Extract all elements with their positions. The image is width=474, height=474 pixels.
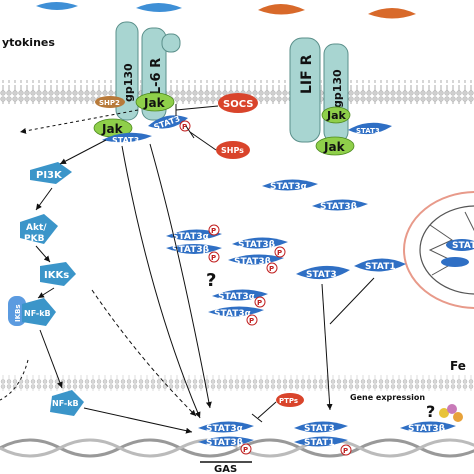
stat3a-free — [262, 179, 318, 191]
nfkb-cyto-protein — [22, 298, 56, 326]
jak-left-label: Jak — [101, 122, 124, 136]
akt-protein — [20, 214, 58, 244]
p-receptor: P — [182, 123, 187, 131]
stat3-mid-label: STAT3 — [306, 270, 337, 280]
nuclear-dimer-stat3-stat1: STAT3 STAT1 P — [294, 421, 352, 456]
gene-expression-label: Gene expression — [350, 393, 425, 402]
nfkb-cyto-label: NF-kB — [24, 309, 51, 318]
shps-label: SHPs — [221, 146, 244, 155]
nuclear-membrane — [0, 375, 474, 391]
dimer1-top-label: STAT3α — [172, 232, 209, 242]
cytokine-blue-2 — [136, 3, 182, 12]
nuclear-stat3b-right: STAT3β — [400, 421, 456, 434]
jak-top — [135, 92, 175, 112]
shp2-label: SHP2 — [99, 99, 120, 107]
lifr-receptor — [289, 37, 321, 143]
nuc-stat3-label: STAT3 — [304, 424, 335, 434]
akt-label: Akt/ — [26, 223, 47, 233]
ikbs-label: IKBs — [14, 304, 22, 322]
cytokines-label: ytokines — [2, 36, 55, 49]
mito-stat-label: STAT — [452, 241, 474, 251]
il6r-label: IL-6 R — [149, 58, 164, 100]
ptps-label: PTPs — [279, 397, 298, 405]
nuc-stat1-label: STAT1 — [304, 438, 335, 448]
jak-top-label: Jak — [143, 96, 166, 110]
stat3-receptor-bound-b — [148, 115, 188, 129]
p-dimer2a: P — [277, 249, 282, 257]
dimer2-top-label: STAT3β — [238, 240, 276, 250]
gas-label: GAS — [214, 464, 237, 474]
stat3-receptor-label: STAT3 — [112, 136, 139, 145]
shps-protein — [216, 141, 250, 159]
stat3-receptor-bound — [102, 132, 152, 143]
nuc-stat3a-label: STAT3α — [206, 424, 243, 434]
p-nuc-1: P — [243, 446, 248, 454]
stat3-right-label: STAT3 — [356, 127, 380, 135]
pi3k-pathway: PI3K Akt/ PKB IKKs IKBs NF-kB NF-kB — [8, 162, 84, 416]
dna-strand — [0, 438, 474, 458]
pi3k-protein — [30, 162, 72, 184]
ikks-protein — [40, 262, 76, 286]
lif-receptor-complex: LIF R gp130 Jak Jak STAT3 — [289, 37, 392, 156]
stat3-mid — [296, 265, 350, 280]
gp130-right-label: gp130 — [331, 69, 344, 108]
dimer3-top-label: STAT3α — [218, 292, 255, 302]
dimer1-bottom-label: STAT3β — [172, 245, 210, 255]
gp130-left-receptor — [115, 21, 139, 121]
ikks-label: IKKs — [44, 270, 69, 281]
stat3b-free — [312, 199, 368, 211]
dimer-3: STAT3α STAT3α P P — [208, 289, 268, 326]
dimer-1: STAT3α STAT3β P P — [166, 224, 222, 263]
ikbs-protein — [8, 296, 26, 326]
nuc-stat3b-right-label: STAT3β — [408, 424, 446, 434]
lifr-label: LIF R — [299, 54, 315, 94]
stat1-mid-label: STAT1 — [365, 262, 396, 272]
mitochondrion: STAT — [403, 191, 474, 309]
p-dimer1b: P — [211, 254, 216, 262]
jak-right-top-label: Jak — [326, 109, 347, 122]
dimer-2: STAT3β STAT3β P P — [228, 237, 288, 274]
nfkb-nuc-protein — [50, 390, 84, 416]
shp2-protein — [95, 96, 125, 108]
p-dimer1a: P — [211, 227, 216, 235]
dimer2-bottom-label: STAT3β — [234, 257, 272, 267]
cytokine-orange-2 — [368, 8, 416, 19]
socs-label: SOCS — [223, 99, 253, 110]
il6-receptor-complex: gp130 IL-6 R Jak Jak SHP2 STAT3 STAT3 P — [93, 21, 191, 145]
stat3b-free-label: STAT3β — [320, 202, 358, 212]
p-dimer3a: P — [257, 299, 262, 307]
ptps-protein — [276, 393, 304, 407]
pi3k-label: PI3K — [36, 170, 63, 181]
nfkb-nuc-label: NF-kB — [52, 399, 79, 408]
p-dimer2b: P — [269, 265, 274, 273]
p-dimer3b: P — [249, 317, 254, 325]
feedback-label: Fe — [450, 359, 466, 373]
stat3a-free-label: STAT3α — [270, 182, 307, 192]
jak-right-bottom-label: Jak — [323, 140, 346, 154]
nuclear-dimer-stat3a-stat3b: STAT3α STAT3β P — [198, 421, 254, 455]
dimer3-bottom-label: STAT3α — [214, 309, 251, 319]
p-nuc-2: P — [343, 447, 348, 455]
stat1-mid — [354, 258, 406, 272]
question-mark-2: ? — [426, 402, 435, 421]
cytokine-orange-1 — [258, 4, 305, 15]
gp130-left-label: gp130 — [122, 63, 135, 102]
socs-protein — [218, 93, 258, 113]
cytokine-blue-1 — [36, 2, 78, 10]
nuc-stat3b-label: STAT3β — [206, 438, 244, 448]
pathway-arrows — [0, 104, 375, 434]
question-mark-1: ? — [206, 270, 216, 291]
pkb-label: PKB — [24, 234, 45, 244]
